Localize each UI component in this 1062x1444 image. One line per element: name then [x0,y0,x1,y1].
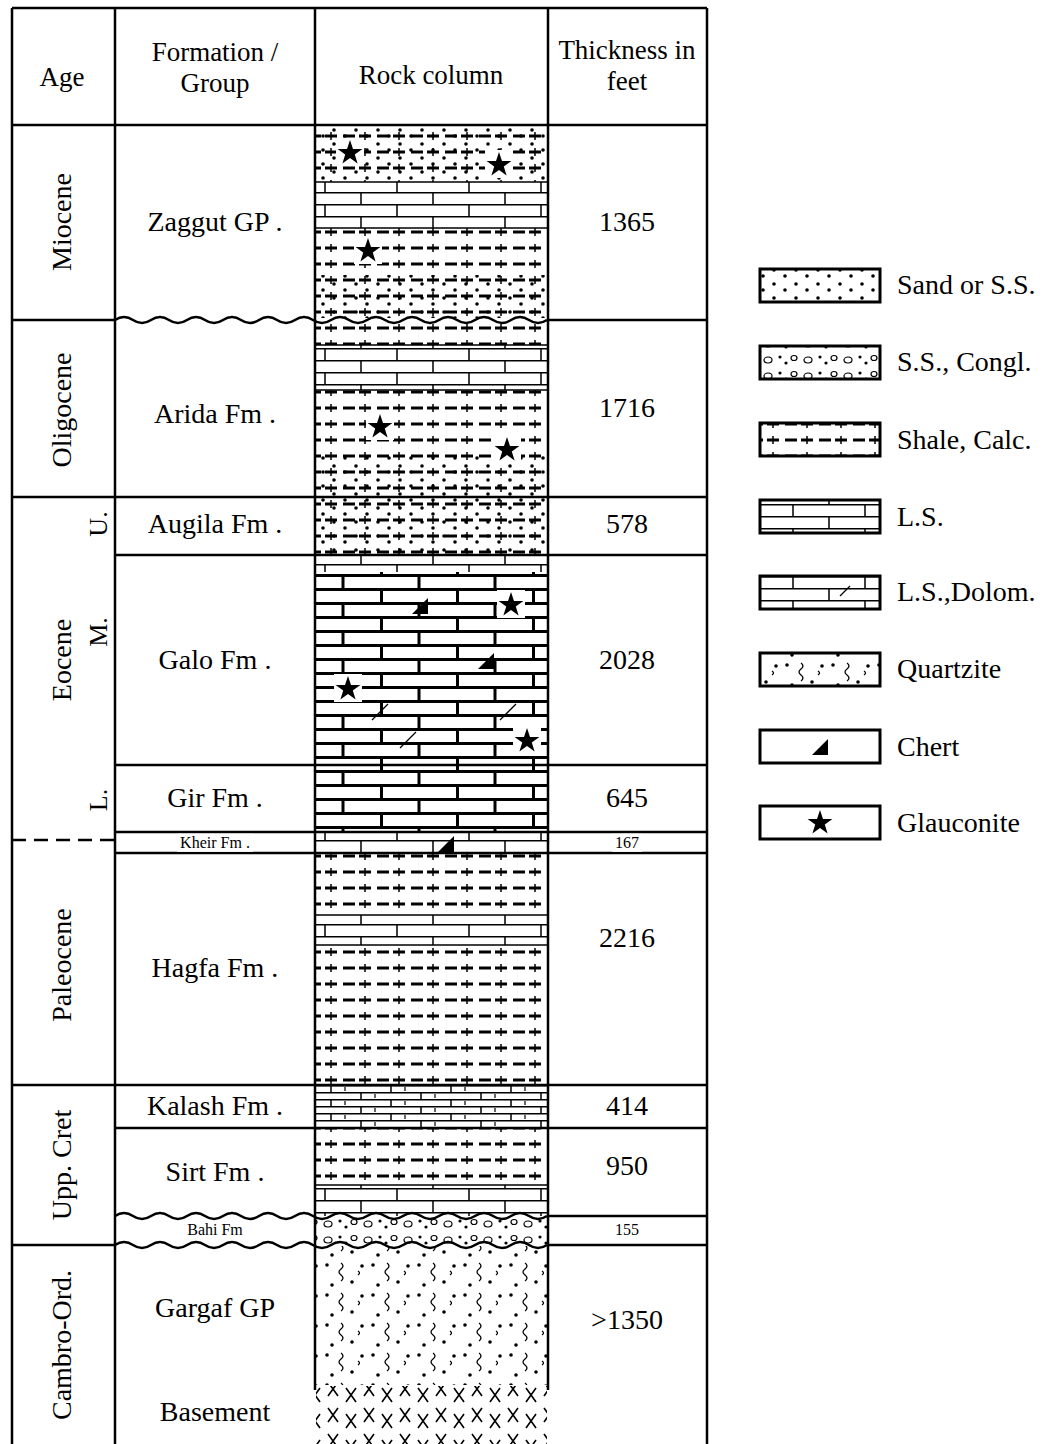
table-cell-text: Zaggut GP . [147,206,282,238]
legend-label: Quartzite [897,653,1001,685]
age-label: Upp. Cret [46,1110,78,1220]
legend-label: Chert [897,731,959,763]
header-cell: Thickness in feet [552,35,702,97]
legend-label: S.S., Congl. [897,346,1032,378]
table-cell-text: 2216 [599,922,655,954]
table-cell-text: Bahi Fm [184,1221,246,1239]
legend-swatches [760,269,880,839]
table-cell-text: Galo Fm . [159,644,272,676]
legend-label: L.S.,Dolom. [897,576,1035,608]
table-cell-text: >1350 [591,1304,663,1336]
age-label: U. [84,511,114,536]
header-cell: Formation / Group [120,37,310,99]
table-cell-text: 950 [606,1150,648,1182]
header-cell: Rock column [359,60,504,91]
table-cell-text: Kalash Fm . [147,1090,283,1122]
table-cell-text: Augila Fm . [148,508,283,540]
table-cell-text: 1365 [599,206,655,238]
header-cell: Age [40,62,85,93]
age-label: Miocene [46,173,78,271]
table-cell-text: Gargaf GP [155,1292,275,1324]
table-cell-text: 1716 [599,392,655,424]
table-cell-text: 155 [612,1221,642,1239]
age-label: L. [84,789,114,811]
age-label: Eocene [46,619,78,701]
table-cell-text: 578 [606,508,648,540]
table-cell-text: Kheir Fm . [177,834,253,852]
table-cell-text: 414 [606,1090,648,1122]
age-label: Cambro-Ord. [46,1270,78,1420]
table-cell-text: Arida Fm . [154,398,276,430]
table-cell-text: Sirt Fm . [166,1156,265,1188]
age-label: Paleocene [46,908,78,1022]
legend-label: L.S. [897,501,944,533]
glauconite-and-chert-marks [334,138,541,852]
age-label: Oligocene [46,352,78,467]
table-cell-text: Hagfa Fm . [152,952,279,984]
legend-label: Glauconite [897,807,1020,839]
table-cell-text: 2028 [599,644,655,676]
table-frame [12,8,707,1444]
table-cell-text: Gir Fm . [167,782,263,814]
legend-label: Shale, Calc. [897,424,1032,456]
table-cell-text: 645 [606,782,648,814]
age-label: M. [84,617,114,647]
table-cell-text: Basement [160,1396,270,1428]
legend-label: Sand or S.S. [897,269,1035,301]
table-cell-text: 167 [612,834,642,852]
